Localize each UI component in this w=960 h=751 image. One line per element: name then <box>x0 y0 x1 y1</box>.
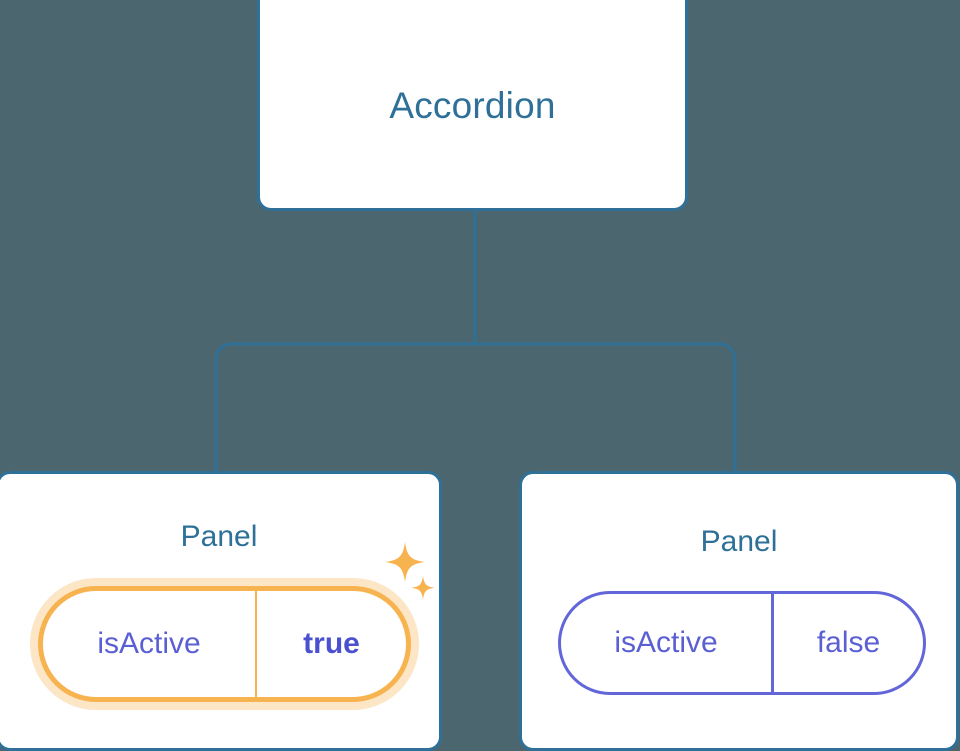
prop-pill-isactive-false[interactable]: isActive false <box>558 591 926 695</box>
edge-to-panel-right <box>475 342 737 471</box>
prop-key: isActive <box>561 594 774 692</box>
prop-key: isActive <box>43 591 257 697</box>
node-accordion-label: Accordion <box>389 85 556 126</box>
node-accordion[interactable]: Accordion <box>257 0 688 211</box>
node-panel-left[interactable]: Panel isActive true <box>0 471 442 751</box>
edge-to-panel-left <box>214 342 475 471</box>
node-panel-right-label: Panel <box>700 525 778 558</box>
prop-value: true <box>303 627 360 660</box>
prop-value: false <box>816 626 881 659</box>
node-panel-right[interactable]: Panel isActive false <box>519 471 959 751</box>
prop-pill-isactive-true[interactable]: isActive true <box>38 586 411 702</box>
node-panel-left-label: Panel <box>180 520 258 553</box>
